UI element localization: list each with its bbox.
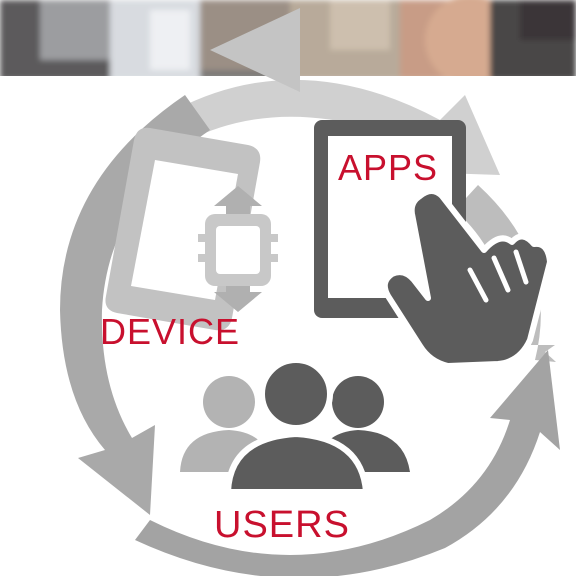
cycle-arrow-bottom — [135, 350, 560, 576]
cycle-arrow-left — [60, 95, 210, 515]
pointing-hand-icon — [381, 188, 553, 369]
cycle-arrowhead-top-left — [210, 8, 300, 92]
user-group-icon — [180, 357, 410, 495]
sync-arrows-icon — [214, 186, 262, 312]
apps-label: APPS — [338, 147, 439, 188]
users-label: USERS — [214, 504, 350, 546]
cycle-arrow-top — [175, 79, 500, 175]
device-label: DEVICE — [100, 311, 241, 352]
smartwatch-icon — [198, 214, 278, 286]
